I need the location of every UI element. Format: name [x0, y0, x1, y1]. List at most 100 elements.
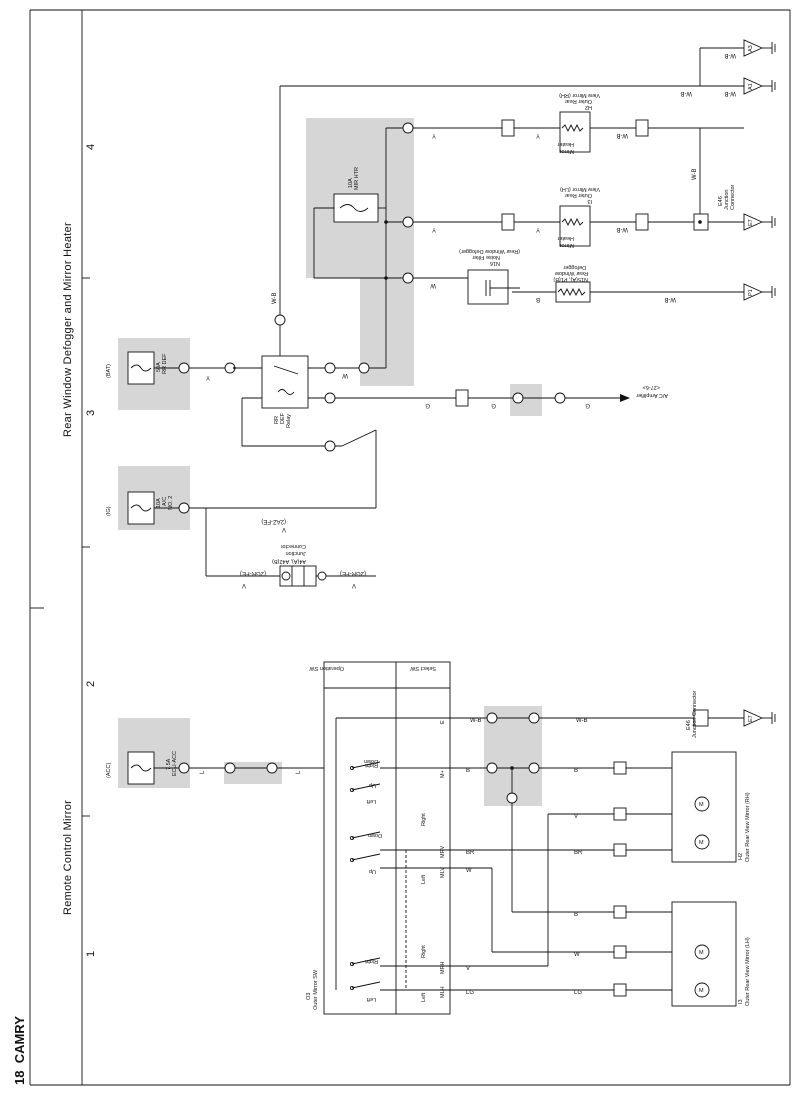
ecu-acc-name: ECU-ACC [172, 751, 178, 776]
wire-color-l: L [200, 770, 206, 774]
sel-label-right-2: Right [421, 945, 427, 958]
heater-lh-name: Outer Rear [565, 192, 592, 198]
wire-b-m2: B [466, 768, 470, 774]
heater-lh-inner1: Mirror [559, 242, 574, 248]
outer-mirror-switch: Operation SW Select SW O3 Outer Mirror S… [306, 661, 451, 1015]
outer-mirror-sw-id: O3 [306, 993, 312, 1000]
jc-e46-upper-id: E46 [718, 196, 724, 206]
heater-rh-name2: View Mirror (RH) [559, 92, 600, 98]
defogger-id: N15(A), P1(B) [553, 276, 588, 282]
wire-lg: LG [574, 990, 582, 996]
sel-label-right: Right [421, 813, 427, 826]
select-sw-label: Select SW [410, 665, 436, 671]
rr-def-name: RR DEF [162, 353, 168, 374]
ground-label-e7-upper: E7 [748, 219, 754, 226]
wire-y-rh2: Y [536, 132, 540, 138]
wire-w-nf: W [430, 282, 436, 288]
svg-text:M: M [699, 840, 704, 846]
relay-label: Relay [286, 414, 292, 428]
ground-a1: A1 [743, 77, 776, 95]
heater-lh: Mirror Heater I3 Outer Rear View Mirror … [557, 186, 600, 248]
engine-2az: (2AZ-FE) [261, 518, 286, 524]
wire-b-def: B [536, 296, 540, 302]
terminal-mlv: MLV [440, 867, 446, 878]
defogger-name2: Defogger [563, 264, 586, 270]
ac-no2-fuse: 10A A/C NO. 2 (IG) [106, 491, 174, 525]
terminal-e: E [440, 720, 446, 724]
jc-e46-lower-name: Junction Connector [692, 690, 698, 738]
mir-htr-name: MIR HTR [354, 167, 360, 190]
wire-v-ig2: V [242, 582, 246, 588]
wire-w-mlv: W [466, 868, 472, 874]
sel-label-left-2: Left [421, 992, 427, 1002]
wire-y-rh: Y [432, 132, 436, 138]
heater-rh-name: Outer Rear [565, 98, 592, 104]
wire-b-lh: B [574, 912, 578, 918]
sel-label-left: Left [421, 874, 427, 884]
ecu-acc-rating: 7.5A [166, 758, 172, 770]
page-frame [29, 9, 791, 1086]
ground-label-e7-lower: E7 [748, 715, 754, 722]
noise-filter: N16 Noise Filter (Rear Window Defogger) [459, 248, 520, 305]
noise-filter-sub: (Rear Window Defogger) [459, 248, 520, 254]
jc-a4-id: A4(A), A42(B) [272, 558, 306, 564]
rr-def-relay: RR DEF Relay [261, 355, 309, 428]
relay-def: DEF [280, 412, 286, 424]
heater-rh-inner1: Mirror [559, 148, 574, 154]
mirror-lh-name: Outer Rear View Mirror (LH) [745, 937, 751, 1006]
ecu-acc-fuse: 7.5A ECU-ACC (ACC) [106, 751, 178, 785]
bat-source: (BAT) [106, 364, 112, 378]
ground-p1: P1 [743, 283, 776, 301]
mirror-connectors [613, 761, 627, 997]
sw-label-up: Up [369, 782, 376, 788]
mirror-lh-id: I3 [738, 999, 744, 1004]
noise-filter-id: N16 [490, 260, 500, 266]
svg-text:M: M [699, 950, 704, 956]
wire-g-3: G [585, 402, 590, 408]
jc-e46-upper-name: Junction [724, 190, 730, 211]
ground-e7-upper: E7 [743, 213, 776, 231]
outer-mirror-sw-name: Outer Mirror SW [313, 969, 319, 1010]
wire-wb-vert: W-B [692, 168, 698, 180]
wire-wb-rh: W-B [616, 132, 628, 138]
jc-a4-name2: Connector [280, 543, 306, 549]
shaded-junction-blocks [118, 118, 542, 806]
sw-label-up-2: Up [369, 868, 376, 874]
wire-w-lh: W [574, 952, 580, 958]
engine-2gr: (2GR-FE) [240, 570, 266, 576]
terminal-mrh: MRH [440, 961, 446, 974]
wire-y-bat: Y [206, 374, 210, 380]
heater-rh-inner2: Heater [557, 141, 574, 147]
heater-rh: Mirror Heater H2 Outer Rear View Mirror … [557, 92, 600, 154]
ground-label-a3: A3 [748, 45, 754, 52]
wire-wb-top2: W-B [724, 90, 736, 96]
acc-source: (ACC) [106, 763, 112, 778]
wire-v-ig3: V [352, 582, 356, 588]
heater-connectors [501, 119, 649, 231]
wire-g-relay: G [425, 402, 430, 408]
ac-no2-rating: 10A [156, 498, 162, 508]
mirror-rh-id: H2 [738, 853, 744, 860]
ac-amp-ref: <27-6> [643, 384, 660, 390]
jc-a4-name: Junction [286, 550, 307, 556]
wire-wb-a3: W-B [724, 52, 736, 58]
ig-source: (IG) [106, 506, 112, 516]
ac-no2-name2: NO. 2 [168, 496, 174, 510]
wire-lg2: LG [466, 990, 474, 996]
wire-y-lh2: Y [536, 226, 540, 232]
ac-no2-name: A/C [162, 497, 168, 506]
svg-text:M: M [699, 988, 704, 994]
defogger-name: Rear Window [555, 270, 588, 276]
ground-label-a1: A1 [748, 83, 754, 90]
sw-label-left-2: Left [366, 996, 376, 1002]
mirror-rh: M M H2 Outer Rear View Mirror (RH) [671, 751, 751, 863]
wire-wb-def: W-B [664, 296, 676, 302]
terminal-mrv: MRV [440, 846, 446, 858]
sw-label-right: Right [365, 762, 378, 768]
mir-htr-rating: 10A [348, 178, 354, 188]
jc-e46-lower-id: E46 [686, 720, 692, 730]
svg-text:M: M [699, 802, 704, 808]
mirror-rh-name: Outer Rear View Mirror (RH) [745, 792, 751, 862]
wire-y-lh: Y [432, 226, 436, 232]
